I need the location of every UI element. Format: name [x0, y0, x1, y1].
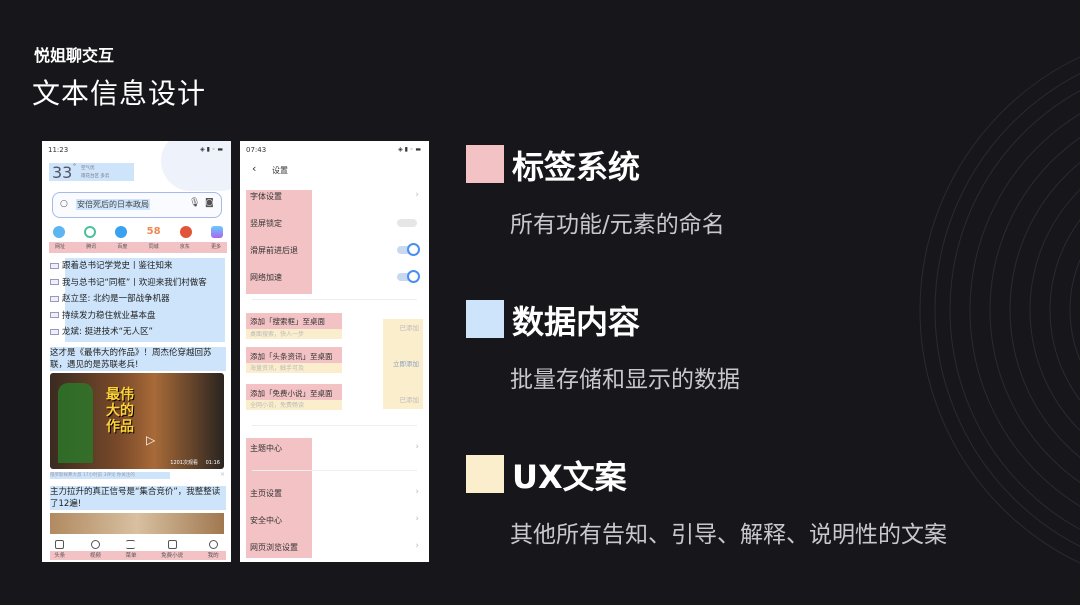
- shortcut-label[interactable]: 京东: [179, 244, 190, 250]
- search-input[interactable]: 安倍死后的日本政局: [76, 199, 150, 210]
- shortcut-label[interactable]: 网址: [55, 244, 66, 250]
- legend-title: 数据内容: [512, 303, 641, 341]
- video-thumbnail[interactable]: 最伟大的作品 ▷ 1201次观看 01:16: [50, 373, 224, 469]
- article-title[interactable]: 主力拉升的真正信号是“集合竞价”，我整整读了12遍!: [50, 486, 226, 510]
- back-icon[interactable]: ‹: [252, 162, 257, 175]
- status-icons: ◈ ▮ ◦ ▬: [398, 146, 421, 153]
- more-icon[interactable]: [210, 226, 223, 238]
- camera-icon[interactable]: ◙: [205, 198, 214, 208]
- list-item[interactable]: 赵立坚: 北约是一部战争机器: [50, 291, 228, 308]
- network-boost-toggle[interactable]: [397, 270, 420, 283]
- headline-list: 跟着总书记学党史丨鉴往知来 我与总书记“同框”丨欢迎来我们村做客 赵立坚: 北约…: [50, 258, 228, 342]
- status-time: 11:23: [48, 146, 69, 154]
- add-news-widget-button[interactable]: 立即添加: [393, 360, 419, 368]
- slide-title: 文本信息设计: [32, 77, 207, 110]
- weather-location: 雨花台区 多云: [81, 174, 110, 179]
- widget-news-title: 添加「头条资讯」至桌面: [250, 352, 333, 361]
- widget-novel-title: 添加「免费小说」至桌面: [250, 389, 333, 398]
- chevron-right-icon: ›: [415, 190, 419, 200]
- page-title: 设置: [272, 166, 288, 175]
- legend-desc: 所有功能/元素的命名: [510, 212, 725, 238]
- nav-menu[interactable]: 菜单: [125, 540, 136, 559]
- baidu-icon[interactable]: [115, 226, 128, 238]
- legend-swatch-label: [466, 145, 504, 183]
- shortcut-label[interactable]: 更多: [210, 244, 221, 250]
- brand: 悦姐聊交互: [34, 46, 115, 65]
- setting-security[interactable]: 安全中心: [250, 516, 282, 525]
- play-icon[interactable]: ▷: [146, 433, 156, 447]
- search-bar[interactable]: ○ 安倍死后的日本政局 🎙 ◙: [52, 192, 222, 218]
- article-thumbnail[interactable]: [50, 513, 224, 537]
- portrait-lock-toggle[interactable]: [397, 219, 417, 227]
- nav-novels[interactable]: 免费小说: [161, 540, 183, 559]
- view-count: 1201次观看: [170, 460, 198, 466]
- phone-browser-home: 11:23 ◈ ▮ ◦ ▬ 33 ° 空气优 雨花台区 多云 ○ 安倍死后的日本…: [42, 141, 231, 562]
- widget-search-title: 添加「搜索框」至桌面: [250, 317, 325, 326]
- legend-title: UX文案: [512, 458, 627, 496]
- nav-me[interactable]: 我的: [208, 540, 219, 559]
- weather-temp: 33: [52, 163, 73, 182]
- setting-font[interactable]: 字体设置: [250, 192, 282, 201]
- setting-swipe-nav[interactable]: 滑屏前进后退: [250, 246, 298, 255]
- setting-home[interactable]: 主页设置: [250, 489, 282, 498]
- setting-network-boost[interactable]: 网络加速: [250, 273, 282, 282]
- legend-swatch-ux: [466, 455, 504, 493]
- widget-search-desc: 桌面搜索，快人一步: [250, 331, 305, 338]
- legend-desc: 其他所有告知、引导、解释、说明性的文案: [510, 522, 947, 548]
- search-icon: ○: [60, 199, 68, 209]
- legend-swatch-data: [466, 300, 504, 338]
- status-time: 07:43: [246, 146, 267, 154]
- shortcut-label[interactable]: 同城: [148, 244, 159, 250]
- widget-novel-status: 已添加: [399, 396, 420, 404]
- weather-widget[interactable]: 33 ° 空气优 雨花台区 多云: [49, 163, 134, 182]
- weather-unit: °: [73, 163, 76, 170]
- tongcheng-icon[interactable]: 58: [146, 226, 161, 237]
- article-title[interactable]: 这才是《最伟大的作品》！周杰伦穿越回苏联，遇见的是苏联老兵!: [50, 347, 226, 371]
- list-item[interactable]: 跟着总书记学党史丨鉴往知来: [50, 258, 228, 275]
- chevron-right-icon: ›: [415, 514, 419, 524]
- chevron-right-icon: ›: [415, 442, 419, 452]
- swipe-nav-toggle[interactable]: [397, 243, 420, 256]
- status-icons: ◈ ▮ ◦ ▬: [200, 146, 223, 153]
- legend-desc: 批量存储和显示的数据: [510, 367, 740, 393]
- close-icon[interactable]: ×: [220, 471, 226, 478]
- shortcut-label[interactable]: 腾讯: [86, 244, 97, 250]
- legend-title: 标签系统: [512, 148, 641, 186]
- phone-settings: 07:43 ◈ ▮ ◦ ▬ ‹ 设置 字体设置 › 竖屏锁定 滑屏前进后退 网络…: [240, 141, 429, 562]
- mic-icon[interactable]: 🎙: [189, 198, 201, 208]
- list-item[interactable]: 持续发力稳住就业基本盘: [50, 308, 228, 325]
- setting-theme-center[interactable]: 主题中心: [250, 444, 282, 453]
- list-item[interactable]: 龙斌: 挺进技术“无人区”: [50, 324, 228, 341]
- web-icon[interactable]: [53, 226, 65, 238]
- chevron-right-icon: ›: [415, 487, 419, 497]
- nav-video[interactable]: 视频: [90, 540, 101, 559]
- tencent-icon[interactable]: [84, 226, 97, 238]
- nav-headlines[interactable]: 头条: [54, 540, 65, 559]
- setting-browsing[interactable]: 网页浏览设置: [250, 543, 298, 552]
- widget-news-desc: 海量资讯，触手可及: [250, 365, 305, 372]
- setting-portrait-lock[interactable]: 竖屏锁定: [250, 219, 282, 228]
- shortcut-icons: 58: [49, 226, 227, 239]
- air-quality: 空气优: [81, 166, 95, 171]
- widget-novel-desc: 全网小说，免费畅读: [250, 402, 305, 409]
- article-meta: 俄罗斯样弗大叔 17小时前 3评论 你关注的: [50, 472, 170, 479]
- list-item[interactable]: 我与总书记“同框”丨欢迎来我们村做客: [50, 275, 228, 292]
- chevron-right-icon: ›: [415, 541, 419, 551]
- video-duration: 01:16: [205, 460, 220, 466]
- jd-icon[interactable]: [179, 226, 192, 238]
- shortcut-labels: 网址 腾讯 百度 同城 京东 更多: [49, 242, 227, 253]
- thumbnail-text: 最伟大的作品: [106, 387, 134, 435]
- widget-search-status: 已添加: [399, 324, 420, 332]
- bottom-nav: 头条 视频 菜单 免费小说 我的: [42, 534, 231, 562]
- shortcut-label[interactable]: 百度: [117, 244, 128, 250]
